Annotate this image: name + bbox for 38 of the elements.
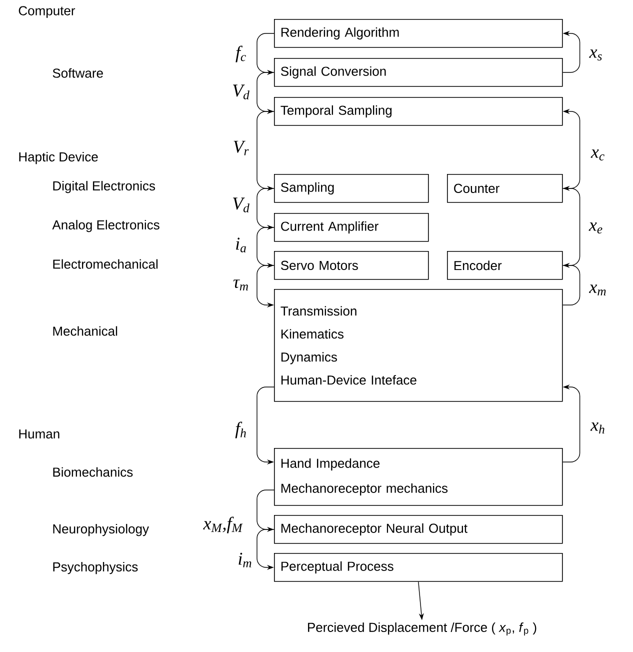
sublayer-label: Analog Electronics: [52, 220, 160, 232]
sublayer-label: Mechanical: [53, 326, 118, 336]
sublayer-label: Digital Electronics: [53, 180, 156, 194]
process-box: Encoder: [447, 251, 563, 280]
edge-label: x$_{s}$: [588, 48, 604, 62]
process-box: Current Amplifier: [274, 213, 429, 242]
process-box: Servo Motors: [274, 251, 429, 280]
edge-label: V$_{d}$: [231, 84, 251, 100]
output-text: Percieved Displacement /Force ( x$_{p}$, f$_{p}$ ): [308, 622, 536, 636]
process-box: Sampling: [274, 174, 429, 203]
edge-label: x$_{c}$: [590, 148, 606, 162]
edge-label: V$_{d}$: [231, 196, 251, 214]
process-box: Transmission Kinematics Dynamics Human-Device Inteface: [274, 289, 563, 402]
sublayer-label: Software: [52, 68, 103, 78]
process-box: Signal Conversion: [274, 58, 563, 87]
layer-label: Human: [19, 429, 60, 439]
process-box: Mechanoreceptor Neural Output: [274, 515, 563, 544]
process-box: Temporal Sampling: [274, 97, 563, 126]
sublayer-label: Biomechanics: [53, 467, 133, 477]
sublayer-label: Electromechanical: [53, 259, 158, 269]
edge-label: τ$_{m}$: [232, 278, 250, 292]
edge-label: f$_{c}$: [234, 44, 248, 64]
edge-label: x$_{M}$,f$_{M}$: [202, 516, 244, 534]
edge-label: x$_{h}$: [590, 421, 606, 435]
process-box: Perceptual Process: [274, 553, 563, 582]
edge-label: i$_{a}$: [234, 236, 248, 254]
process-box: Rendering Algorithm: [274, 19, 563, 48]
edge-label: x$_{m}$: [588, 284, 608, 296]
edge-label: i$_{m}$: [236, 552, 254, 568]
layer-label: Computer: [18, 6, 76, 18]
edge-label: x$_{e}$: [588, 222, 604, 234]
sublayer-label: Neurophysiology: [53, 524, 149, 536]
process-box: Hand Impedance Mechanoreceptor mechanics: [274, 448, 563, 506]
edge-label: f$_{h}$: [234, 420, 248, 440]
edge-label: V$_{r}$: [232, 140, 250, 156]
layer-label: Haptic Device: [19, 152, 98, 164]
sublayer-label: Psychophysics: [53, 562, 138, 574]
process-box: Counter: [447, 174, 563, 203]
